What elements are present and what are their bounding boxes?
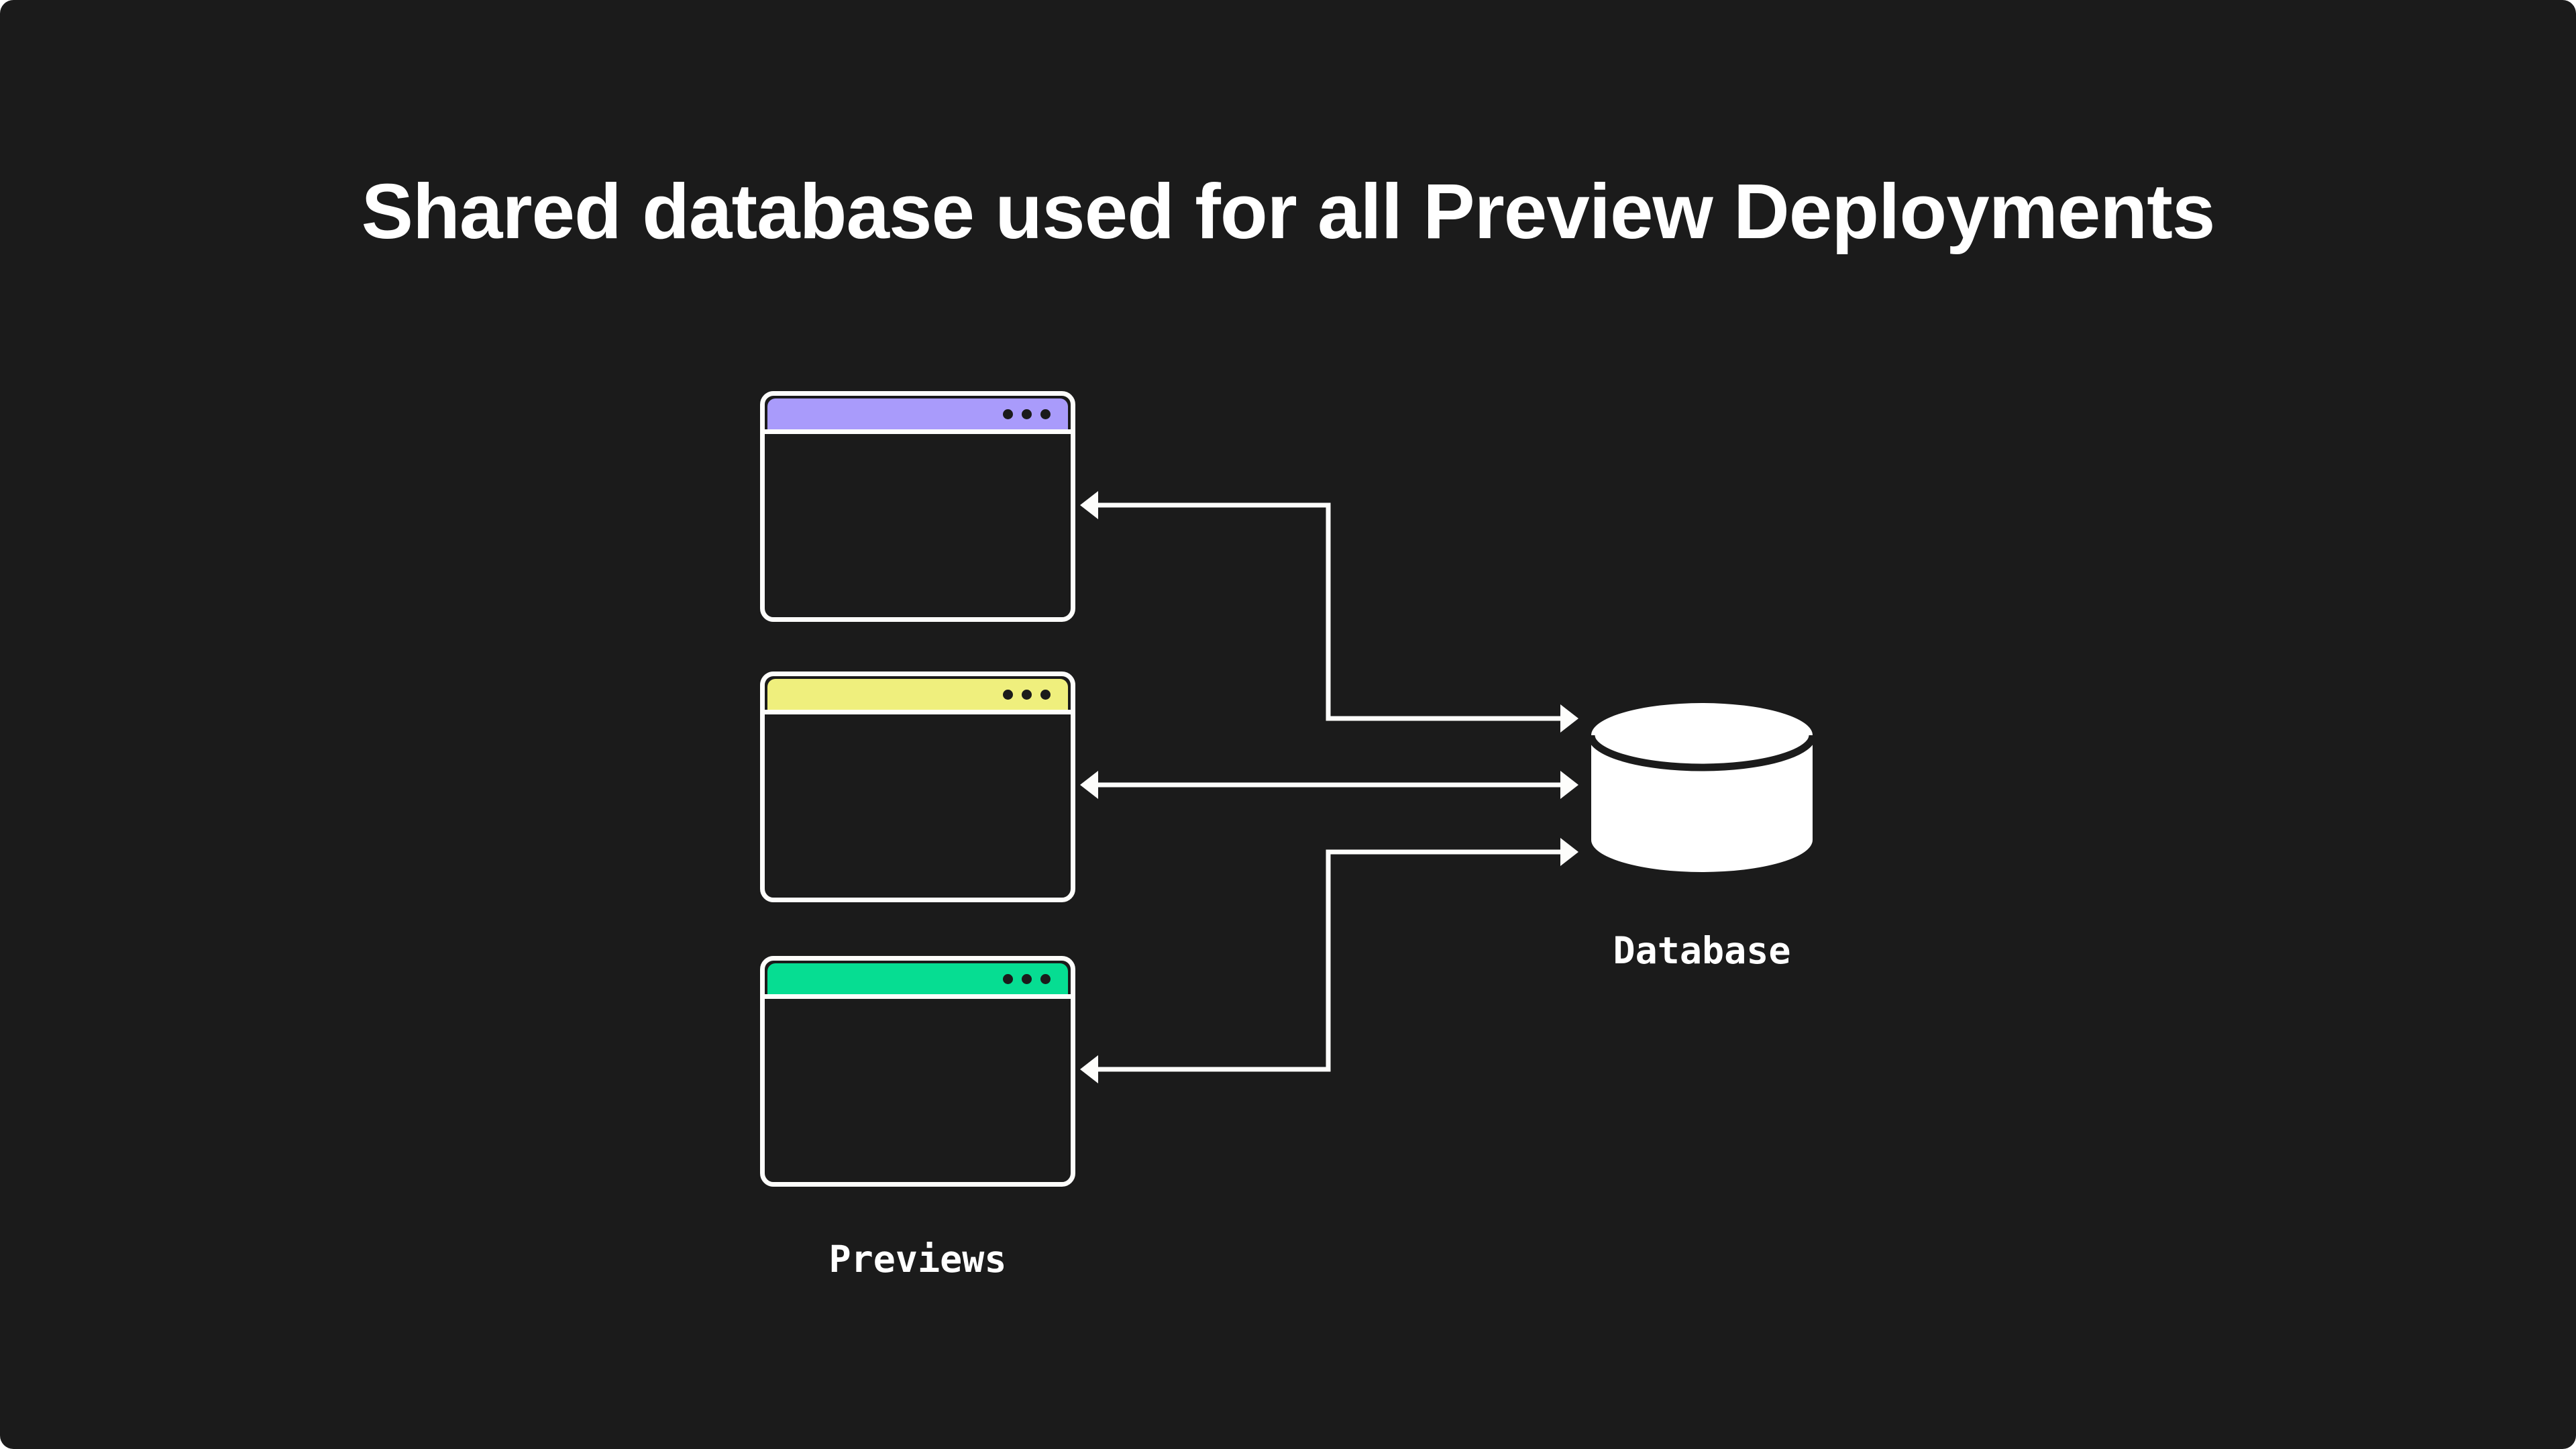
arrowhead-to-database-middle bbox=[1560, 771, 1578, 799]
database-label: Database bbox=[1613, 929, 1791, 972]
window-control-dot bbox=[1040, 409, 1051, 419]
connector-database-preview-2 bbox=[1080, 771, 1578, 799]
preview-window-1 bbox=[760, 391, 1075, 622]
arrowhead-to-database-bottom bbox=[1560, 838, 1578, 866]
cylinder-body bbox=[1591, 703, 1813, 872]
arrowhead-to-preview-1 bbox=[1080, 491, 1098, 519]
window-control-dot bbox=[1022, 973, 1032, 984]
preview-window-3 bbox=[760, 956, 1075, 1187]
window-control-dot bbox=[1022, 689, 1032, 700]
arrowhead-to-database-top bbox=[1560, 704, 1578, 733]
arrowhead-to-preview-3 bbox=[1080, 1055, 1098, 1083]
preview-window-2 bbox=[760, 672, 1075, 902]
window-control-dot bbox=[1040, 689, 1051, 700]
cylinder-lid-separator bbox=[1591, 735, 1813, 771]
titlebar-divider bbox=[765, 429, 1071, 434]
titlebar-divider bbox=[765, 710, 1071, 714]
arrowhead-to-preview-2 bbox=[1080, 771, 1098, 799]
window-control-dot bbox=[1003, 409, 1013, 419]
connector-database-preview-3 bbox=[1080, 838, 1578, 1083]
preview-window-2-titlebar bbox=[767, 679, 1068, 710]
titlebar-divider bbox=[765, 994, 1071, 999]
connector-database-preview-1 bbox=[1080, 491, 1578, 733]
window-control-dot bbox=[1022, 409, 1032, 419]
preview-window-1-titlebar bbox=[767, 398, 1068, 429]
diagram-title: Shared database used for all Preview Dep… bbox=[361, 168, 2216, 255]
database-cylinder-icon bbox=[1591, 703, 1813, 872]
window-control-dot bbox=[1040, 973, 1051, 984]
window-control-dot bbox=[1003, 973, 1013, 984]
previews-label: Previews bbox=[828, 1238, 1007, 1281]
preview-window-3-titlebar bbox=[767, 963, 1068, 994]
window-control-dot bbox=[1003, 689, 1013, 700]
